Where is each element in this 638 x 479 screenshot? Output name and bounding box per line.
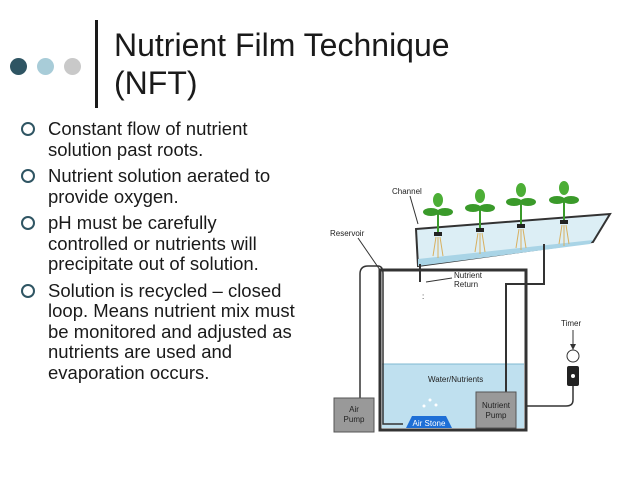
title-line-1: Nutrient Film Technique xyxy=(114,27,450,63)
plant xyxy=(549,181,579,246)
timer xyxy=(526,330,580,407)
bullet-item: pH must be carefully controlled or nutri… xyxy=(20,212,295,275)
dot-light-blue xyxy=(37,58,54,75)
supply-pipe xyxy=(505,244,545,406)
bullet-text: Solution is recycled – closed loop. Mean… xyxy=(48,279,295,383)
reservoir-leader xyxy=(357,237,381,271)
air-stone-label: Air Stone xyxy=(413,419,446,428)
label-nutrient-return-2: Return xyxy=(454,280,478,289)
air-stone: Air Stone xyxy=(406,398,452,428)
plant xyxy=(506,183,536,250)
air-pump-label-2: Pump xyxy=(344,415,365,424)
bullet-circle-icon xyxy=(21,122,35,136)
decorative-dots xyxy=(10,58,82,78)
nutrient-pump-label-1: Nutrient xyxy=(482,401,511,410)
title-line-2: (NFT) xyxy=(114,65,198,101)
drip-marks: : xyxy=(422,292,424,301)
dot-dark xyxy=(10,58,27,75)
plant xyxy=(465,189,495,254)
bullet-text: Constant flow of nutrient solution past … xyxy=(48,118,248,160)
bullet-list: Constant flow of nutrient solution past … xyxy=(20,118,295,389)
channel-leader xyxy=(409,195,419,225)
label-water-nutrients: Water/Nutrients xyxy=(428,375,483,384)
nutrient-pump-label-2: Pump xyxy=(486,411,507,420)
bullet-item: Nutrient solution aerated to provide oxy… xyxy=(20,165,295,207)
return-leader xyxy=(425,277,453,283)
air-line xyxy=(359,265,403,425)
label-reservoir: Reservoir xyxy=(330,229,365,238)
bullet-item: Constant flow of nutrient solution past … xyxy=(20,118,295,160)
bullet-item: Solution is recycled – closed loop. Mean… xyxy=(20,279,295,384)
bullet-text: pH must be carefully controlled or nutri… xyxy=(48,212,259,274)
bullet-circle-icon xyxy=(21,283,35,298)
label-timer: Timer xyxy=(561,319,581,328)
air-pump: Air Pump xyxy=(333,397,375,433)
channel xyxy=(414,212,612,268)
air-pump-label-1: Air xyxy=(349,405,359,414)
bullet-circle-icon xyxy=(21,216,35,230)
bullet-circle-icon xyxy=(21,169,35,183)
label-nutrient-return-1: Nutrient xyxy=(454,271,483,280)
bullet-text: Nutrient solution aerated to provide oxy… xyxy=(48,165,271,207)
plant xyxy=(423,193,453,258)
nutrient-pump: Nutrient Pump xyxy=(475,391,517,429)
title-divider xyxy=(95,20,98,108)
slide-title: Nutrient Film Technique (NFT) xyxy=(114,26,534,102)
dot-gray xyxy=(64,58,81,75)
nft-diagram: : Air Pump Air Stone Nutrient Pump Chann… xyxy=(330,181,612,433)
plants xyxy=(423,181,579,258)
label-channel: Channel xyxy=(392,187,422,196)
